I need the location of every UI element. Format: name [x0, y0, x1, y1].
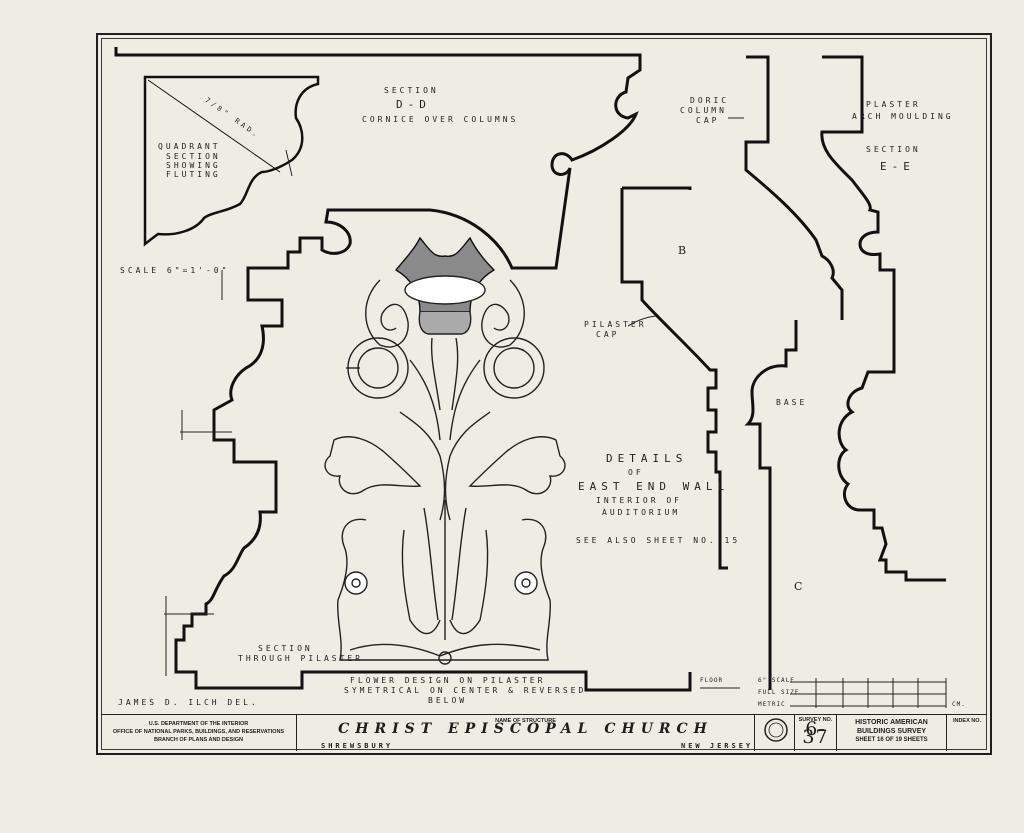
plaster-arch-label-1: PLASTER — [866, 100, 921, 109]
scale-row-full: FULL SIZE — [758, 689, 800, 696]
quadrant-profile — [143, 75, 320, 247]
details-title-3: EAST END WALL — [578, 480, 730, 493]
section-dd-letter: D-D — [396, 98, 431, 111]
pilaster-cap-label-1: PILASTER — [584, 320, 647, 329]
survey-number: 6-37 — [802, 718, 829, 748]
flower-note-3: BELOW — [428, 696, 468, 705]
doric-cap-label-3: CAP — [696, 116, 720, 125]
index-cell: INDEX NO. — [947, 715, 987, 751]
sheet-border-inner — [101, 38, 987, 750]
index-caption: INDEX NO. — [952, 718, 982, 724]
structure-caption: NAME OF STRUCTURE — [495, 718, 556, 724]
delineator-signature: JAMES D. ILCH DEL. — [118, 698, 259, 707]
structure-name: CHRIST EPISCOPAL CHURCH — [338, 721, 713, 737]
see-also-note: SEE ALSO SHEET NO. 15 — [576, 536, 741, 545]
habs-cell: HISTORIC AMERICAN BUILDINGS SURVEY SHEET… — [837, 715, 947, 751]
flower-note-2: SYMETRICAL ON CENTER & REVERSED — [344, 686, 587, 695]
section-ee-title: SECTION — [866, 145, 921, 154]
habs-line-1: HISTORIC AMERICAN — [855, 719, 928, 726]
doric-cap-profile — [744, 55, 844, 320]
details-title-4: INTERIOR OF — [596, 496, 682, 505]
doric-cap-label-1: DORIC — [690, 96, 730, 105]
state-name: NEW JERSEY — [681, 742, 754, 750]
section-dd-subtitle: CORNICE OVER COLUMNS — [362, 115, 519, 124]
arch-moulding-ee-profile — [820, 55, 946, 582]
agency-line-3: BRANCH OF PLANS AND DESIGN — [153, 737, 244, 743]
quadrant-label-3: SHOWING — [166, 161, 221, 170]
scale-note: SCALE 6"=1'-0" — [120, 266, 230, 275]
agency-cell: U.S. DEPARTMENT OF THE INTERIOR OFFICE O… — [101, 715, 297, 751]
sheet-number: SHEET 16 OF 19 SHEETS — [855, 737, 928, 743]
sheet-border-outer — [96, 33, 992, 755]
section-thru-pilaster-2: THROUGH PILASTER — [238, 654, 364, 663]
scale-row-metric: METRIC — [758, 701, 786, 708]
title-block: U.S. DEPARTMENT OF THE INTERIOR OFFICE O… — [101, 714, 987, 751]
agency-line-1: U.S. DEPARTMENT OF THE INTERIOR — [148, 721, 249, 727]
quadrant-label-4: FLUTING — [166, 170, 221, 179]
town-name: SHREWSBURY — [321, 742, 394, 750]
pilaster-cap-label-2: CAP — [596, 330, 620, 339]
section-c-letter: C — [794, 580, 803, 593]
habs-line-2: BUILDINGS SURVEY — [856, 728, 927, 735]
section-b-letter: B — [678, 244, 687, 257]
structure-cell: NAME OF STRUCTURE CHRIST EPISCOPAL CHURC… — [297, 715, 755, 751]
section-thru-pilaster-1: SECTION — [258, 644, 313, 653]
base-label: BASE — [776, 398, 808, 407]
survey-caption: SURVEY NO. — [798, 717, 833, 723]
details-title-1: DETAILS — [606, 452, 688, 465]
section-dd-title: SECTION — [384, 86, 439, 95]
habs-seal-icon — [764, 718, 788, 742]
quadrant-label-1: QUADRANT — [158, 142, 221, 151]
details-title-5: AUDITORIUM — [602, 508, 681, 517]
base-c-profile — [744, 320, 798, 690]
pilaster-section-profile — [174, 266, 692, 692]
section-ee-letter: E-E — [880, 160, 915, 173]
scale-row-6in: 6" SCALE — [758, 677, 795, 684]
floor-label: FLOOR — [700, 677, 724, 684]
agency-line-2: OFFICE OF NATIONAL PARKS, BUILDINGS, AND… — [112, 729, 285, 735]
survey-cell: SURVEY NO. 6-37 — [795, 715, 837, 751]
seal-cell — [755, 715, 795, 751]
cornice-dd-profile — [114, 47, 642, 270]
flower-ornament — [324, 236, 566, 665]
scale-unit-cm: CM. — [952, 701, 966, 708]
graphic-scale — [790, 678, 947, 708]
doric-cap-label-2: COLUMN — [680, 106, 727, 115]
pilaster-cap-b-profile — [620, 186, 728, 570]
flower-note-1: FLOWER DESIGN ON PILASTER — [350, 676, 546, 685]
details-title-2: OF — [628, 468, 644, 477]
quadrant-label-2: SECTION — [166, 152, 221, 161]
plaster-arch-label-2: ARCH MOULDING — [852, 112, 954, 121]
